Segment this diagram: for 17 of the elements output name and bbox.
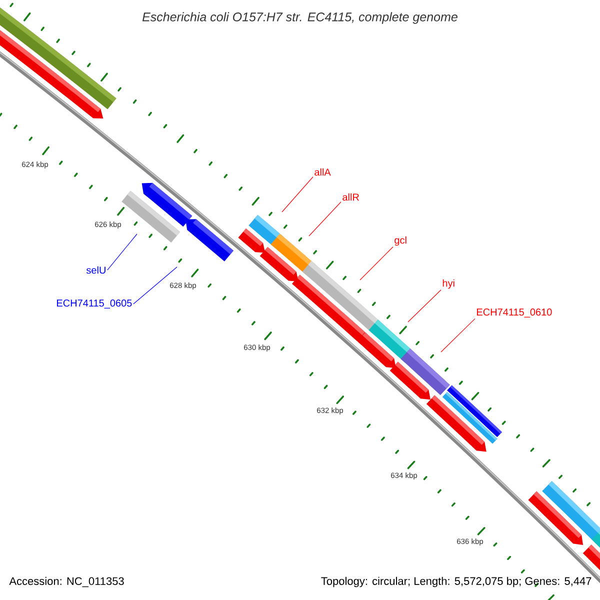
title: Escherichia coli O157:H7 str. EC4115, complete genome xyxy=(142,12,458,24)
gene-label: hyi xyxy=(442,279,454,289)
leader-line xyxy=(107,234,138,270)
genome-info-text: Topology: circular; Length: 5,572,075 bp; Genes: 5,447 xyxy=(321,576,592,588)
gene-label: ECH74115_0605 xyxy=(57,300,132,308)
gene-label: ECH74115_0610 xyxy=(477,308,552,318)
gene-label: allA xyxy=(314,168,331,176)
leader-line xyxy=(133,266,178,304)
accession-text: Accession: NC_011353 xyxy=(9,576,124,588)
leader-line xyxy=(440,318,476,352)
gene-label: allR xyxy=(342,193,359,201)
gene-label: selU xyxy=(86,266,106,274)
gene-label: gcl xyxy=(394,236,406,246)
leader-line xyxy=(408,290,442,322)
leader-line xyxy=(308,202,342,236)
leader-line xyxy=(282,176,314,212)
leader-line xyxy=(360,246,394,280)
